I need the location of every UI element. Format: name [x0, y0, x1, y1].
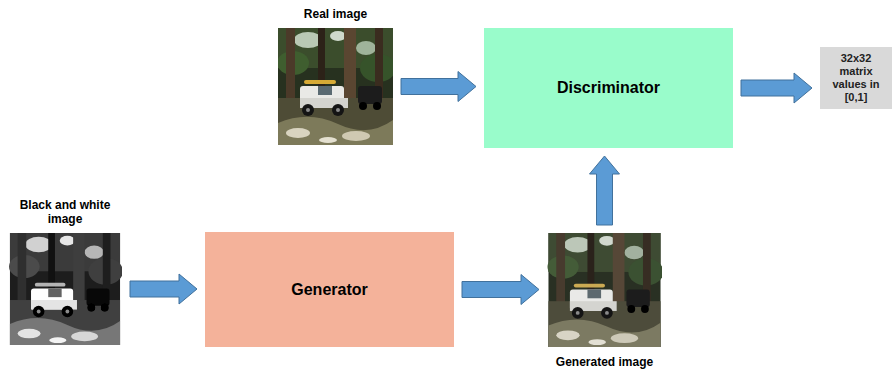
block-arrow — [401, 72, 476, 102]
image-node: Black and white image — [8, 233, 122, 345]
block-arrow — [462, 275, 539, 305]
block-arrow — [590, 156, 620, 225]
box-label: Discriminator — [557, 79, 660, 97]
image-caption: Real image — [278, 7, 393, 21]
process-box: Generator — [205, 232, 454, 347]
process-box: Discriminator — [484, 28, 733, 148]
output-box: 32x32 matrix values in [0,1] — [820, 47, 892, 109]
real-photo — [278, 28, 393, 145]
image-caption: Black and white image — [8, 198, 122, 226]
generated-photo — [547, 233, 662, 347]
image-node: Real image — [278, 28, 393, 145]
grayscale-photo — [8, 233, 122, 345]
box-label: 32x32 matrix values in [0,1] — [824, 52, 888, 104]
image-caption: Generated image — [547, 355, 662, 369]
box-label: Generator — [291, 281, 367, 299]
image-node: Generated image — [547, 233, 662, 347]
block-arrow — [130, 274, 197, 304]
block-arrow — [741, 73, 812, 103]
